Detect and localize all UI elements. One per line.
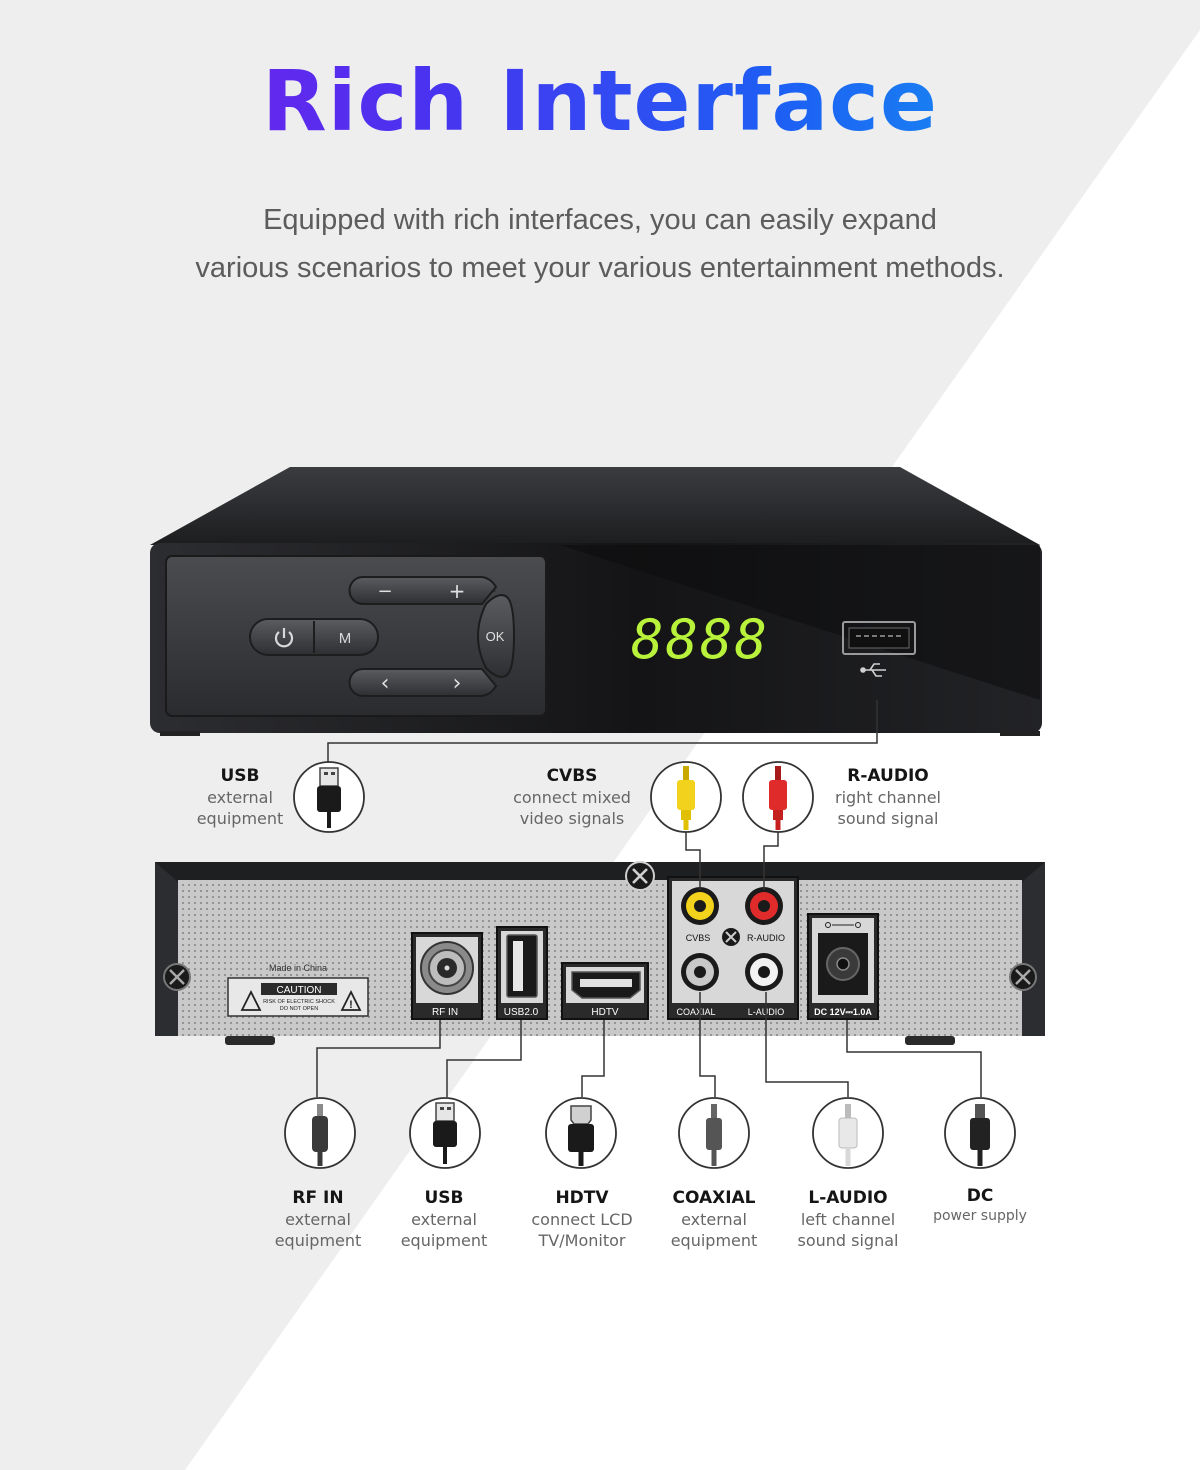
l-audio-cable-icon xyxy=(812,1097,884,1169)
hdmi-cable-icon xyxy=(545,1097,617,1169)
callout-line: equipment xyxy=(670,1231,758,1250)
dc-port xyxy=(807,913,879,1020)
callout-line: sound signal xyxy=(797,1231,899,1250)
caution-line-1: RISK OF ELECTRIC SHOCK xyxy=(263,999,335,1005)
subtitle-line-1: Equipped with rich interfaces, you can e… xyxy=(263,204,937,236)
led-display: 8888 xyxy=(631,608,769,671)
usb-port-label: USB2.0 xyxy=(504,1007,539,1018)
rear-device: Made in China ! CAUTION RISK OF ELECTRIC… xyxy=(155,861,1045,1045)
callout-r-audio: R-AUDIO right channel sound signal xyxy=(818,765,958,829)
callout-line: left channel xyxy=(800,1210,896,1229)
plus-button[interactable]: + xyxy=(449,579,466,603)
r-audio-cable-icon xyxy=(742,761,814,833)
callout-line: connect LCD xyxy=(531,1210,633,1229)
minus-button[interactable]: − xyxy=(377,581,392,602)
callout-line: right channel xyxy=(835,788,941,807)
coaxial-port-label: COAXIAL xyxy=(676,1007,715,1017)
screw-icon xyxy=(163,963,191,991)
r-audio-port-label: R-AUDIO xyxy=(747,933,785,943)
callout-line: external xyxy=(207,788,273,807)
connector-lines xyxy=(316,700,982,1097)
callout-usb-top: USB external equipment xyxy=(180,765,300,829)
coaxial-cable-icon xyxy=(678,1097,750,1169)
rf-cable-icon xyxy=(284,1097,356,1169)
caution-label: ! xyxy=(227,977,369,1017)
callout-title: USB xyxy=(424,1188,464,1208)
right-button[interactable]: › xyxy=(453,671,462,696)
usb-cable-icon xyxy=(293,761,365,833)
callout-line: sound signal xyxy=(837,809,939,828)
screw-icon xyxy=(625,861,655,891)
usb-symbol-icon xyxy=(860,663,886,677)
callout-title: COAXIAL xyxy=(672,1188,756,1208)
callout-line: connect mixed xyxy=(513,788,631,807)
callout-title: HDTV xyxy=(555,1188,609,1208)
hdmi-port-label: HDTV xyxy=(591,1007,619,1018)
ok-button[interactable]: OK xyxy=(486,629,505,644)
left-button[interactable]: ‹ xyxy=(381,671,390,696)
callout-line: equipment xyxy=(196,809,284,828)
made-in-label: Made in China xyxy=(269,963,327,973)
page-subtitle: Equipped with rich interfaces, you can e… xyxy=(0,196,1200,292)
callout-line: external xyxy=(681,1210,747,1229)
caution-title: CAUTION xyxy=(277,985,322,996)
callout-title: CVBS xyxy=(546,766,598,786)
callout-line: video signals xyxy=(519,809,625,828)
subtitle-line-2: various scenarios to meet your various e… xyxy=(195,252,1005,284)
callout-hdtv: HDTV connect LCD TV/Monitor xyxy=(512,1187,652,1251)
hdmi-port xyxy=(561,962,649,1020)
dc-port-label: DC 12V⎓1.0A xyxy=(814,1007,872,1017)
callout-line: TV/Monitor xyxy=(538,1231,626,1250)
callout-l-audio: L-AUDIO left channel sound signal xyxy=(780,1187,916,1251)
callout-line: external xyxy=(411,1210,477,1229)
callout-coaxial: COAXIAL external equipment xyxy=(652,1187,776,1251)
usb-cable-icon-bottom xyxy=(409,1097,481,1169)
callout-usb-bottom: USB external equipment xyxy=(384,1187,504,1251)
front-device: M − + ‹ › OK 8888 xyxy=(150,467,1042,736)
callout-title: USB xyxy=(220,766,260,786)
callout-rf-in: RF IN external equipment xyxy=(258,1187,378,1251)
cvbs-cable-icon xyxy=(650,761,722,833)
callout-dc: DC power supply xyxy=(920,1185,1040,1226)
rf-in-port xyxy=(411,932,483,1020)
callout-line: equipment xyxy=(274,1231,362,1250)
usb-port xyxy=(496,926,548,1020)
callout-title: RF IN xyxy=(292,1188,344,1208)
power-icon[interactable] xyxy=(274,628,294,648)
page-title: Rich Interface xyxy=(0,52,1200,150)
menu-button[interactable]: M xyxy=(339,630,352,647)
callout-title: DC xyxy=(966,1186,994,1206)
callout-line: equipment xyxy=(400,1231,488,1250)
callout-title: R-AUDIO xyxy=(847,766,929,786)
av-ports-block xyxy=(667,876,799,1020)
callout-line: external xyxy=(285,1210,351,1229)
front-usb-port xyxy=(842,621,916,655)
caution-line-2: DO NOT OPEN xyxy=(280,1006,318,1012)
dc-cable-icon xyxy=(944,1097,1016,1169)
callout-title: L-AUDIO xyxy=(808,1188,888,1208)
svg-text:!: ! xyxy=(349,999,353,1011)
callout-line: power supply xyxy=(933,1208,1027,1224)
rf-in-port-label: RF IN xyxy=(432,1007,458,1018)
screw-icon xyxy=(1009,963,1037,991)
cvbs-port-label: CVBS xyxy=(686,933,711,943)
callout-cvbs: CVBS connect mixed video signals xyxy=(498,765,646,829)
